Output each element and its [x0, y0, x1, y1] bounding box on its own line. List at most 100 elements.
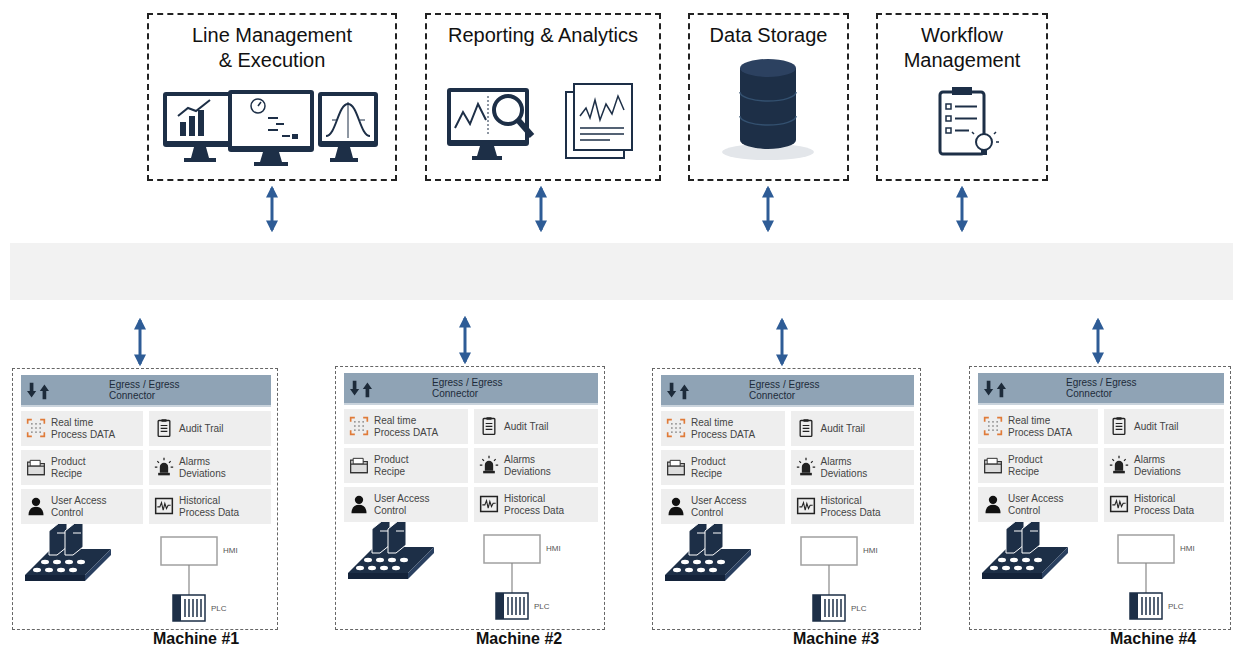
plc-label: PLC: [851, 605, 867, 613]
function-tile: Historical Process Data: [791, 489, 915, 524]
plc-label: PLC: [534, 603, 550, 611]
tile-icon: [154, 457, 174, 477]
system-box: Reporting & Analytics: [425, 13, 661, 181]
box-label: Real time Process DATA: [374, 415, 441, 438]
machine-figure: [665, 523, 751, 581]
function-tile: Product Recipe: [661, 450, 785, 485]
egress-icon: [27, 380, 49, 402]
box-label: Historical Process Data: [1134, 493, 1201, 516]
machine-caption: Machine #1: [153, 630, 239, 648]
system-box: Line Management & Execution: [147, 13, 397, 181]
box-label: Audit Trail: [179, 423, 246, 435]
plc-symbol: [1130, 593, 1162, 619]
function-tile: Historical Process Data: [149, 489, 271, 524]
function-tile: Alarms Deviations: [1104, 448, 1224, 483]
box-label: Audit Trail: [821, 423, 888, 435]
connector-bar: Egress / Egress Connector: [661, 375, 914, 407]
box-label: Product Recipe: [1008, 454, 1075, 477]
hmi-screen: [801, 537, 857, 565]
box-heading: Data Storage: [691, 23, 846, 48]
box-label: Egress / Egress Connector: [432, 377, 514, 400]
tile-icon: [983, 455, 1003, 475]
box-label: Historical Process Data: [179, 495, 246, 518]
connector-bar: Egress / Egress Connector: [344, 373, 598, 405]
box-label: Historical Process Data: [821, 495, 888, 518]
tile-icon: [796, 418, 816, 438]
machine-box: Machine #1Egress / Egress ConnectorReal …: [12, 368, 278, 630]
tile-icon: [349, 455, 369, 475]
tile-icon: [796, 457, 816, 477]
box-label: Alarms Deviations: [1134, 454, 1201, 477]
tile-icon: [479, 494, 499, 514]
plc-symbol: [813, 595, 845, 621]
box-label: Product Recipe: [691, 456, 758, 479]
box-label: User Access Control: [51, 495, 118, 518]
tile-icon: [1109, 416, 1129, 436]
machine-figure: [348, 521, 434, 579]
function-tile: Real time Process DATA: [661, 411, 785, 446]
machine-figure: [25, 523, 111, 581]
function-tile: User Access Control: [978, 487, 1098, 522]
hmi-label: HMI: [1180, 545, 1195, 553]
function-tile: Audit Trail: [1104, 409, 1224, 444]
machine-box: Machine #3Egress / Egress ConnectorReal …: [652, 368, 921, 630]
function-tile: Product Recipe: [344, 448, 468, 483]
tile-icon: [666, 496, 686, 516]
box-label: Product Recipe: [51, 456, 118, 479]
tile-icon: [666, 457, 686, 477]
function-tile: Alarms Deviations: [791, 450, 915, 485]
hmi-label: HMI: [223, 547, 238, 555]
box-heading: Reporting & Analytics: [428, 23, 658, 48]
connector-bar: Egress / Egress Connector: [21, 375, 271, 407]
plc-symbol: [173, 595, 205, 621]
function-tile: Product Recipe: [21, 450, 143, 485]
egress-icon: [350, 378, 372, 400]
hmi-label: HMI: [863, 547, 878, 555]
tile-icon: [349, 416, 369, 436]
tile-icon: [479, 455, 499, 475]
function-tile: Product Recipe: [978, 448, 1098, 483]
box-heading: Workflow Management: [882, 23, 1042, 73]
tile-icon: [983, 416, 1003, 436]
machine-caption: Machine #2: [476, 630, 562, 648]
double-arrows: [140, 188, 1098, 364]
machine-figure: [982, 521, 1068, 579]
box-label: Alarms Deviations: [821, 456, 888, 479]
box-label: Egress / Egress Connector: [1066, 377, 1148, 400]
monitors-icon: [163, 90, 378, 166]
box-label: Real time Process DATA: [691, 417, 758, 440]
tile-icon: [1109, 494, 1129, 514]
function-tile: Historical Process Data: [474, 487, 598, 522]
tile-icon: [349, 494, 369, 514]
egress-icon: [667, 380, 689, 402]
hmi-plc-wire: [511, 563, 512, 593]
box-label: Product Recipe: [374, 454, 441, 477]
box-label: Historical Process Data: [504, 493, 571, 516]
tile-icon: [26, 418, 46, 438]
plc-label: PLC: [1168, 603, 1184, 611]
function-tile: User Access Control: [21, 489, 143, 524]
function-tile: Real time Process DATA: [344, 409, 468, 444]
function-tile: User Access Control: [661, 489, 785, 524]
analytics-icon: [447, 84, 632, 160]
machine-box: Machine #4Egress / Egress ConnectorReal …: [969, 366, 1231, 630]
box-label: Egress / Egress Connector: [749, 379, 831, 402]
tile-icon: [154, 418, 174, 438]
tile-icon: [666, 418, 686, 438]
function-tile: Real time Process DATA: [978, 409, 1098, 444]
tile-icon: [479, 416, 499, 436]
plc-symbol: [496, 593, 528, 619]
box-heading: Line Management & Execution: [185, 23, 360, 73]
system-box: Workflow Management: [876, 13, 1048, 181]
tile-icon: [26, 457, 46, 477]
function-tile: User Access Control: [344, 487, 468, 522]
egress-icon: [984, 378, 1006, 400]
hmi-plc-wire: [828, 565, 829, 595]
function-tile: Historical Process Data: [1104, 487, 1224, 522]
hmi-plc-wire: [1145, 563, 1146, 593]
function-tile: Alarms Deviations: [149, 450, 271, 485]
tile-icon: [26, 496, 46, 516]
tile-icon: [796, 496, 816, 516]
function-tile: Audit Trail: [474, 409, 598, 444]
hmi-screen: [1118, 535, 1174, 563]
